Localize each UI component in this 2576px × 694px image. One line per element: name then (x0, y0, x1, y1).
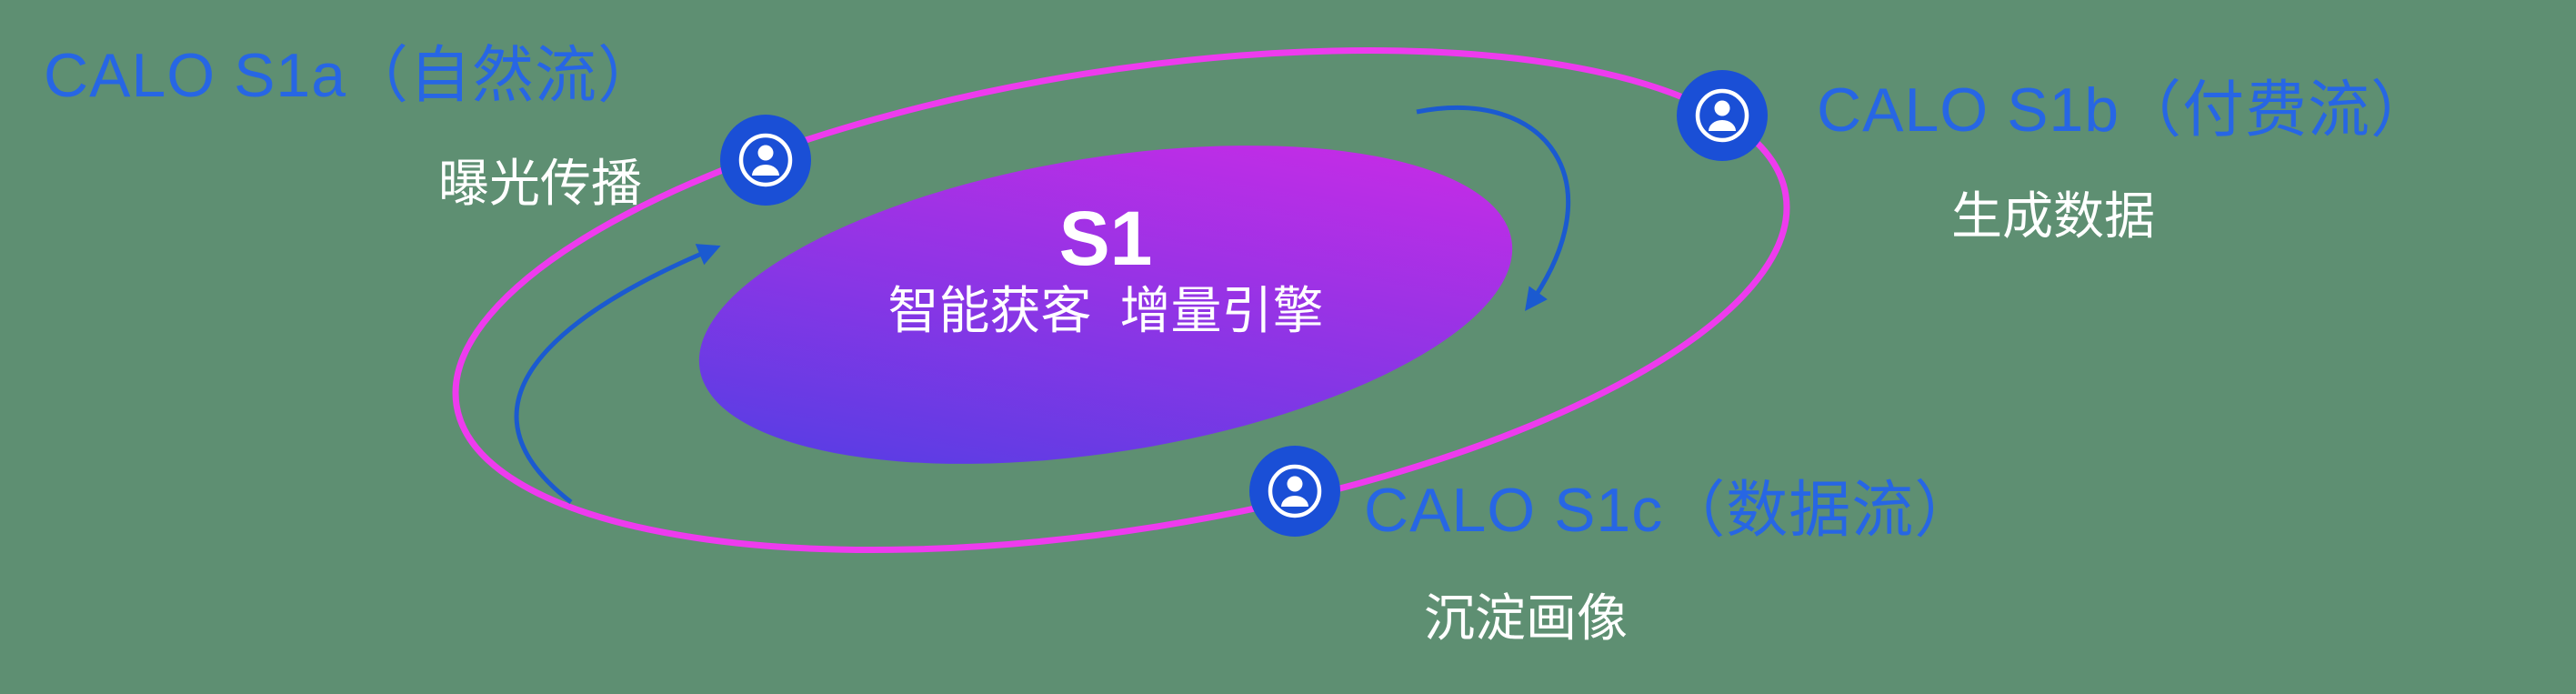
flow-arrow-left (514, 244, 721, 504)
user-icon-ring (1695, 88, 1749, 143)
core-subtitle: 智能获客 增量引擎 (887, 282, 1324, 340)
core-ellipse (698, 146, 1513, 464)
user-icon (1249, 446, 1340, 537)
orbit-ring (452, 46, 1790, 554)
user-icon-body (1281, 496, 1308, 507)
user-icon-ring (738, 133, 793, 187)
user-icon-body (1709, 120, 1736, 131)
sublabel-calo-s1a: 曝光传播 (438, 155, 642, 212)
user-icon-head (1287, 476, 1303, 492)
user-icon-head (1714, 100, 1730, 116)
sublabel-calo-s1c: 沉淀画像 (1424, 589, 1628, 647)
label-calo-s1c: CALO S1c（数据流） (1364, 476, 1978, 545)
core-label-group: S1 智能获客 增量引擎 (742, 196, 1469, 342)
label-calo-s1b: CALO S1b（付费流） (1817, 75, 2434, 145)
user-icon (1677, 70, 1768, 161)
user-icon (720, 115, 811, 206)
label-calo-s1a: CALO S1a（自然流） (44, 41, 661, 110)
core-title: S1 (1058, 196, 1153, 281)
flow-arrow-right (1416, 106, 1571, 312)
user-icon-ring (1268, 464, 1322, 518)
user-icon-body (752, 165, 779, 176)
sublabel-calo-s1b: 生成数据 (1951, 187, 2155, 245)
user-icon-head (757, 145, 774, 161)
